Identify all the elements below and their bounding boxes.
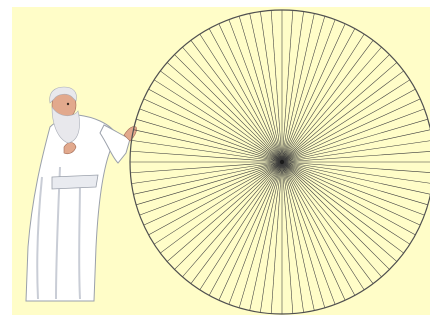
illustration-panel bbox=[12, 7, 430, 315]
spoke-line bbox=[282, 47, 382, 162]
spoke-line bbox=[130, 151, 282, 162]
spoke-line bbox=[260, 162, 282, 312]
spoke-line bbox=[191, 162, 282, 284]
spoke-line bbox=[219, 24, 282, 162]
spoke-line bbox=[282, 151, 430, 162]
spoke-line bbox=[271, 162, 282, 314]
spoke-line bbox=[167, 62, 282, 162]
spoke-line bbox=[282, 162, 364, 290]
spoke-line bbox=[282, 162, 430, 184]
spoke-line bbox=[282, 71, 404, 162]
scene-svg bbox=[12, 7, 430, 315]
spoke-line bbox=[239, 16, 282, 162]
spoked-circle bbox=[130, 10, 430, 314]
spoke-line bbox=[136, 119, 282, 162]
spoke-line bbox=[282, 162, 345, 300]
spoke-line bbox=[282, 162, 373, 284]
spoke-line bbox=[282, 162, 428, 205]
spoke-line bbox=[282, 162, 397, 262]
spoke-line bbox=[182, 162, 282, 277]
spoke-line bbox=[260, 12, 282, 162]
spoke-line bbox=[219, 162, 282, 300]
spoke-line bbox=[160, 162, 282, 253]
spoke-line bbox=[130, 162, 282, 173]
spoke-line bbox=[282, 62, 397, 162]
spoke-line bbox=[282, 40, 373, 162]
spoke-line bbox=[160, 71, 282, 162]
spoke-line bbox=[282, 162, 389, 269]
spoke-line bbox=[132, 140, 282, 162]
spoke-line bbox=[282, 162, 325, 308]
spoke-line bbox=[282, 119, 428, 162]
spoke-line bbox=[271, 10, 282, 162]
spoke-line bbox=[282, 34, 364, 162]
spoke-line bbox=[282, 12, 304, 162]
spoke-line bbox=[282, 55, 389, 162]
spoke-line bbox=[200, 34, 282, 162]
sash bbox=[52, 175, 98, 189]
spoke-line bbox=[167, 162, 282, 262]
spoke-line bbox=[191, 40, 282, 162]
spoke-line bbox=[154, 80, 282, 162]
robe-fold bbox=[79, 177, 80, 299]
spoke-line bbox=[282, 140, 430, 162]
eye bbox=[67, 103, 69, 105]
spoke-line bbox=[154, 162, 282, 244]
spoke-line bbox=[282, 80, 410, 162]
spoke-line bbox=[132, 162, 282, 184]
spoke-line bbox=[282, 162, 293, 314]
spoke-line bbox=[282, 162, 430, 173]
spoke-line bbox=[144, 99, 282, 162]
spoke-line bbox=[282, 99, 420, 162]
spoke-line bbox=[175, 162, 282, 269]
spoke-line bbox=[282, 162, 410, 244]
spoke-line bbox=[282, 162, 382, 277]
spoke-line bbox=[239, 162, 282, 308]
spoke-line bbox=[282, 162, 420, 225]
spoke-line bbox=[182, 47, 282, 162]
spoke-line bbox=[282, 16, 325, 162]
spoke-line bbox=[282, 10, 293, 162]
spoke-line bbox=[200, 162, 282, 290]
spoke-line bbox=[144, 162, 282, 225]
spoke-line bbox=[282, 24, 345, 162]
robed-man-figure bbox=[26, 87, 137, 301]
spoke-line bbox=[175, 55, 282, 162]
center-point bbox=[280, 160, 284, 164]
spoke-line bbox=[282, 162, 304, 312]
spoke-line bbox=[282, 162, 404, 253]
spoke-line bbox=[136, 162, 282, 205]
